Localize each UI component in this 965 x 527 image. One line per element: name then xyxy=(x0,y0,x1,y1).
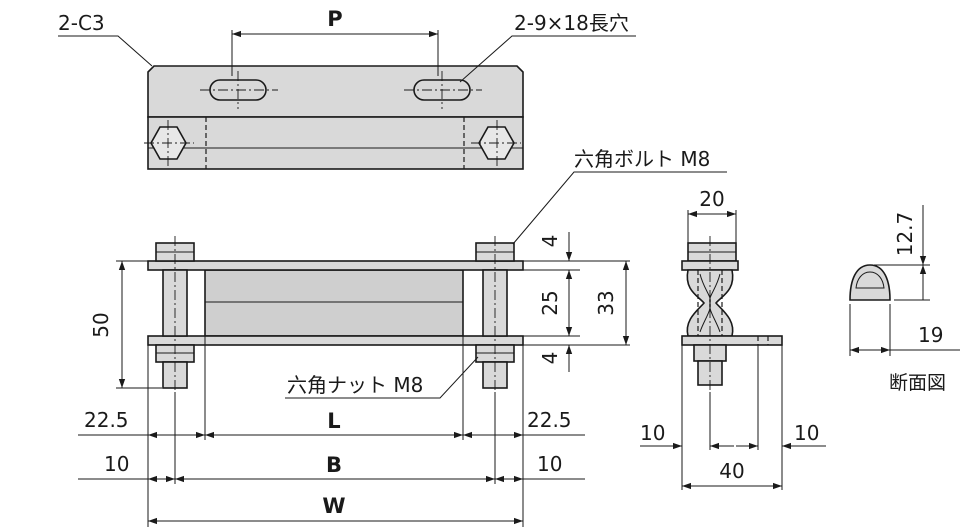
dim-L: L xyxy=(327,409,340,433)
dim-22-5-right: 22.5 xyxy=(527,408,572,432)
top-plate xyxy=(147,65,524,118)
section-shape xyxy=(849,264,891,301)
hex-bolt-label: 六角ボルト M8 xyxy=(574,147,710,171)
section-view: 12.7 19 断面図 xyxy=(849,205,960,394)
dim-B: B xyxy=(326,453,342,477)
side-base-plate xyxy=(681,335,783,346)
dim-4-bottom: 4 xyxy=(538,352,562,365)
dim-10-side-right: 10 xyxy=(794,421,819,445)
dim-10-side-left: 10 xyxy=(640,421,665,445)
upper-plate xyxy=(147,260,524,271)
slot-label: 2-9×18長穴 xyxy=(514,11,629,35)
chamfer-label: 2-C3 xyxy=(58,11,105,35)
section-label: 断面図 xyxy=(889,372,946,394)
dim-40: 40 xyxy=(719,459,744,483)
top-block xyxy=(147,116,524,170)
dim-12-7: 12.7 xyxy=(893,212,917,257)
dim-25: 25 xyxy=(538,290,562,315)
dim-10-left: 10 xyxy=(104,452,129,476)
dim-10-right: 10 xyxy=(537,452,562,476)
hex-nut-label: 六角ナット M8 xyxy=(287,373,423,397)
lower-plate xyxy=(147,335,524,346)
side-view: 20 10 10 40 xyxy=(640,187,826,490)
dim-50: 50 xyxy=(89,312,113,337)
dim-33: 33 xyxy=(594,290,618,315)
slot-right xyxy=(413,79,471,101)
dim-20: 20 xyxy=(699,187,724,211)
pitch-label: P xyxy=(327,7,342,31)
slot-left xyxy=(209,79,267,101)
front-view: 50 4 25 33 4 六角ボルト M8 六角ナット M8 22.5 L 22… xyxy=(78,147,727,527)
dim-19: 19 xyxy=(918,323,943,347)
dim-22-5-left: 22.5 xyxy=(84,408,129,432)
top-view: P 2-C3 2-9×18長穴 xyxy=(58,7,636,170)
dim-4-top: 4 xyxy=(538,235,562,248)
dim-W: W xyxy=(322,494,345,518)
